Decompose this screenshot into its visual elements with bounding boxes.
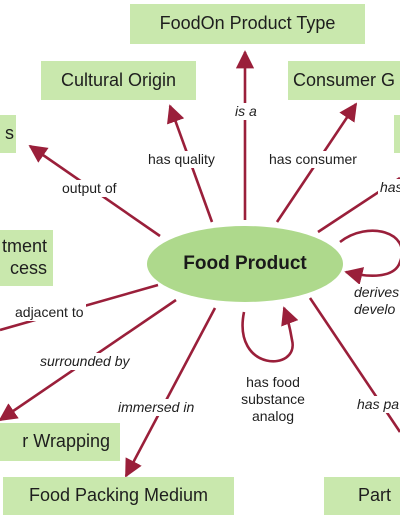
edge-label-derives-from: derives develo: [352, 284, 400, 318]
node-left-top: s: [0, 115, 16, 153]
edge-label-surrounded-by: surrounded by: [38, 353, 132, 370]
edge-label-has-quality: has quality: [146, 151, 217, 168]
node-part: Part: [324, 477, 400, 515]
edge-immersed-in: [124, 307, 217, 478]
edge-label-output-of: output of: [60, 180, 119, 197]
node-wrapping: r Wrapping: [0, 423, 120, 461]
edge-label-has-part: has pa: [355, 396, 400, 413]
substance-line1: has food: [246, 374, 300, 390]
edge-substance-loop: [241, 306, 299, 363]
edge-label-has-consumer: has consumer: [267, 151, 359, 168]
edge-label-has-food-substance-analog: has food substance analog: [228, 374, 318, 425]
edge-label-adjacent-to: adjacent to: [13, 304, 86, 321]
edge-label-immersed-in: immersed in: [116, 399, 197, 416]
node-cultural-origin: Cultural Origin: [41, 61, 196, 100]
node-foodon-product-type: FoodOn Product Type: [130, 4, 365, 44]
derives-line2: develo: [354, 300, 396, 317]
core-node-shape: [147, 226, 343, 302]
node-process-line2: cess: [9, 258, 47, 278]
derives-line1: derives: [354, 284, 400, 300]
node-consumer-group: Consumer G: [288, 61, 400, 100]
substance-line2: substance: [241, 390, 305, 407]
edge-label-has-right: has: [378, 179, 400, 196]
substance-line3: analog: [251, 407, 295, 424]
node-food-packing-medium: Food Packing Medium: [3, 477, 234, 515]
edge-label-is-a: is a: [233, 103, 259, 120]
edge-derives-loop: [339, 229, 400, 285]
node-process-line1: tment: [1, 236, 47, 257]
node-process: tment cess: [0, 230, 53, 286]
node-right-top: [394, 115, 400, 153]
core-node-label: Food Product: [183, 253, 307, 274]
